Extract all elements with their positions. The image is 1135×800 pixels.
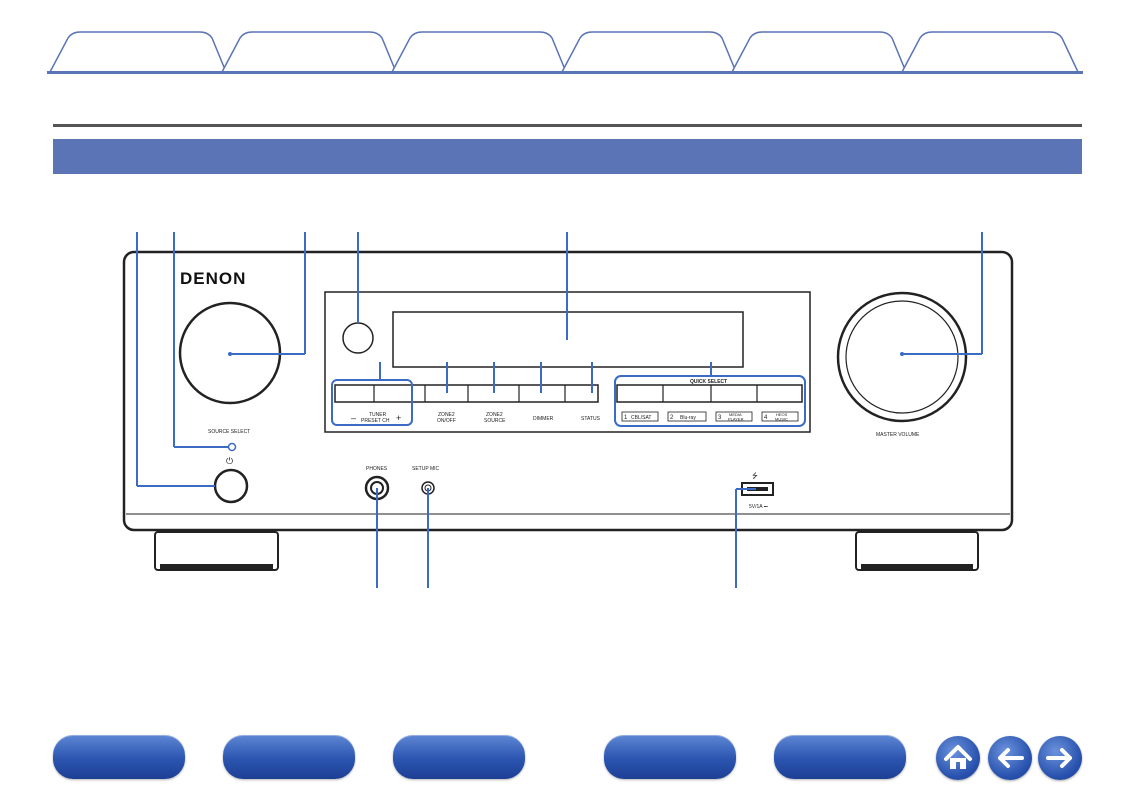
master-volume-knob[interactable] (836, 291, 968, 423)
arrow-left-icon (998, 748, 1024, 768)
nav-button-3[interactable] (393, 735, 525, 779)
quick-3-label-2: PLAYER (728, 417, 744, 422)
brand-logo: DENON (180, 269, 246, 288)
nav-button-4[interactable] (604, 735, 736, 779)
status-label: STATUS (581, 416, 601, 422)
right-foot (855, 531, 979, 571)
power-button[interactable] (213, 468, 249, 504)
nav-button-1[interactable] (53, 735, 185, 779)
tuner-plus-label: + (396, 413, 401, 423)
tuner-label: TUNER (369, 412, 387, 418)
tab-1[interactable] (48, 31, 228, 73)
quick-select-1-button[interactable] (617, 385, 663, 402)
nav-button-5[interactable] (774, 735, 906, 779)
power-icon: ⏻ (226, 456, 233, 466)
left-foot (154, 531, 279, 571)
remote-sensor (342, 322, 374, 354)
standby-indicator (227, 442, 237, 452)
usb-icon: ⭍ (752, 472, 758, 480)
quick-2-label: Blu-ray (680, 415, 696, 421)
home-icon (944, 745, 972, 769)
tab-6[interactable] (900, 31, 1080, 73)
quick-select-label: QUICK SELECT (690, 379, 727, 385)
tab-4[interactable] (560, 31, 738, 73)
phones-label: PHONES (366, 466, 388, 472)
zone2-onoff-label-2: ON/OFF (437, 418, 456, 424)
quick-select-4-button[interactable] (757, 385, 802, 402)
quick-select-2-button[interactable] (663, 385, 711, 402)
quick-1-label: CBL/SAT (631, 415, 651, 421)
quick-select-3-button[interactable] (711, 385, 757, 402)
home-button[interactable] (936, 736, 980, 780)
tab-2[interactable] (220, 31, 398, 73)
status-button[interactable] (565, 385, 598, 402)
arrow-right-icon (1046, 748, 1072, 768)
quick-4-label-2: MUSIC (775, 417, 788, 422)
front-button-strip (334, 384, 599, 403)
source-select-label: SOURCE SELECT (208, 429, 250, 435)
section-rule (53, 124, 1082, 127)
callout-lines (136, 232, 983, 588)
usb-rating-label: 5V/1A ⎓ (749, 504, 768, 510)
quick-1-num: 1 (624, 415, 628, 421)
tab-3[interactable] (390, 31, 568, 73)
section-header-band (53, 139, 1082, 174)
zone2-source-label-2: SOURCE (484, 418, 506, 424)
back-button[interactable] (988, 736, 1032, 780)
tuner-preset-label: PRESET CH (361, 418, 390, 424)
quick-4-num: 4 (764, 415, 768, 421)
forward-button[interactable] (1038, 736, 1082, 780)
quick-3-label: MEDIA (729, 412, 742, 417)
setup-mic-label: SETUP MIC (412, 466, 440, 472)
tuner-minus-button[interactable] (335, 385, 374, 402)
tuner-plus-button[interactable] (374, 385, 425, 402)
zone2-onoff-label: ZONE2 (438, 412, 455, 418)
quick-4-label: HEOS (776, 412, 788, 417)
nav-button-2[interactable] (223, 735, 355, 779)
quick-select-strip (616, 384, 803, 403)
master-volume-label: MASTER VOLUME (876, 432, 920, 438)
zone2-source-label: ZONE2 (486, 412, 503, 418)
dimmer-label: DIMMER (533, 416, 554, 422)
quick-3-num: 3 (718, 415, 722, 421)
quick-2-num: 2 (670, 415, 674, 421)
tab-5[interactable] (730, 31, 908, 73)
tuner-minus-label: – (351, 413, 356, 423)
tab-baseline (47, 71, 1083, 74)
top-tab-bar (47, 31, 1083, 74)
